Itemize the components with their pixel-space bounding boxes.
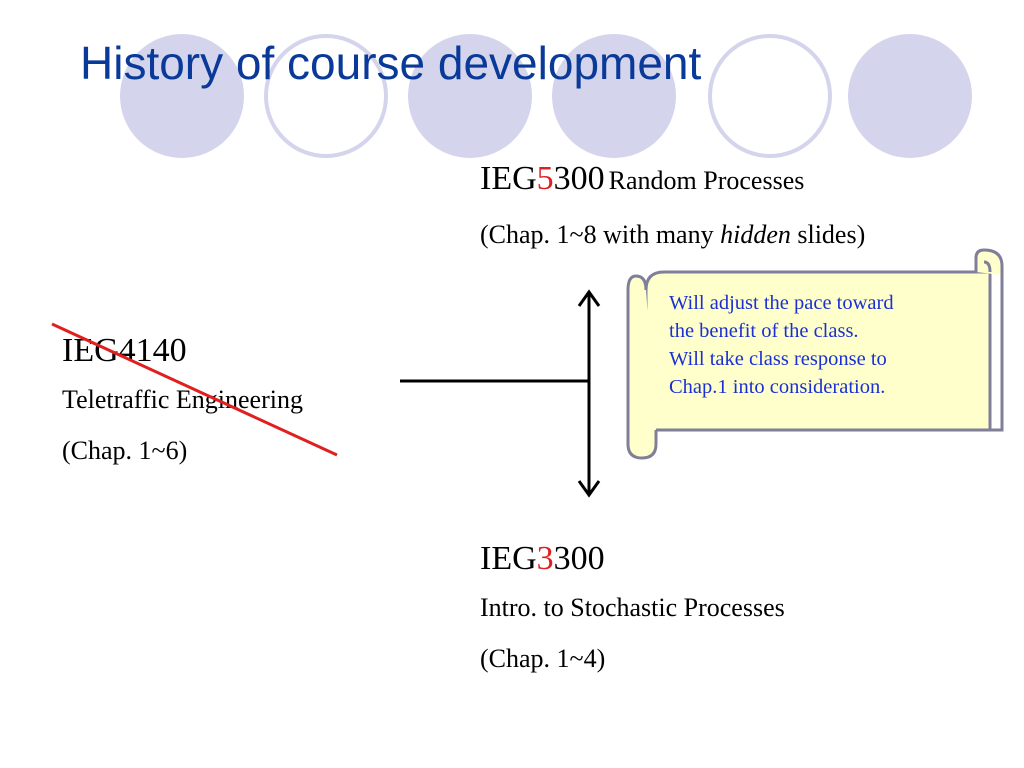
course-ieg3300-code-prefix: IEG bbox=[480, 540, 537, 577]
decor-circle-3 bbox=[408, 34, 532, 158]
course-ieg4140-chapters: (Chap. 1~6) bbox=[62, 436, 188, 465]
course-ieg3300-name: Intro. to Stochastic Processes bbox=[480, 593, 785, 622]
course-ieg5300-heading: IEG5300 Random Processes bbox=[480, 160, 804, 198]
course-ieg5300-code-suffix: 300 bbox=[553, 160, 605, 197]
decor-circle-1 bbox=[120, 34, 244, 158]
course-ieg5300-name: Random Processes bbox=[608, 166, 805, 195]
course-ieg5300-chapters-italic: hidden bbox=[720, 220, 791, 249]
scroll-note-line-2: the benefit of the class. bbox=[669, 320, 859, 342]
decor-circle-2 bbox=[264, 34, 388, 158]
course-ieg3300-code-highlight: 3 bbox=[536, 540, 554, 577]
decor-circle-6 bbox=[848, 34, 972, 158]
course-ieg5300-chapters: (Chap. 1~8 with many hidden slides) bbox=[480, 220, 865, 250]
decor-circle-4 bbox=[552, 34, 676, 158]
double-headed-vertical-arrow-icon bbox=[577, 289, 601, 498]
course-ieg5300-code-prefix: IEG bbox=[480, 160, 537, 197]
course-ieg5300-chapters-prefix: (Chap. 1~8 with many bbox=[480, 220, 721, 249]
scroll-note-line-4: Chap.1 into consideration. bbox=[669, 376, 886, 398]
course-ieg3300-code: IEG3300 bbox=[480, 540, 605, 578]
course-ieg4140-name: Teletraffic Engineering bbox=[62, 385, 303, 414]
slide-title: History of course development bbox=[80, 37, 702, 89]
scroll-note-line-1: Will adjust the pace toward bbox=[669, 292, 894, 314]
course-ieg5300-chapters-suffix: slides) bbox=[790, 220, 866, 249]
course-ieg3300-chapters: (Chap. 1~4) bbox=[480, 644, 606, 673]
decorative-circles bbox=[120, 34, 972, 158]
scroll-note: Will adjust the pace toward the benefit … bbox=[669, 289, 989, 401]
course-ieg3300-code-suffix: 300 bbox=[553, 540, 605, 577]
scroll-note-line-3: Will take class response to bbox=[669, 348, 887, 370]
strike-line bbox=[51, 322, 338, 457]
horizontal-scroll-icon bbox=[626, 248, 1004, 460]
decor-circle-5 bbox=[708, 34, 832, 158]
course-ieg5300-code-highlight: 5 bbox=[536, 160, 554, 197]
